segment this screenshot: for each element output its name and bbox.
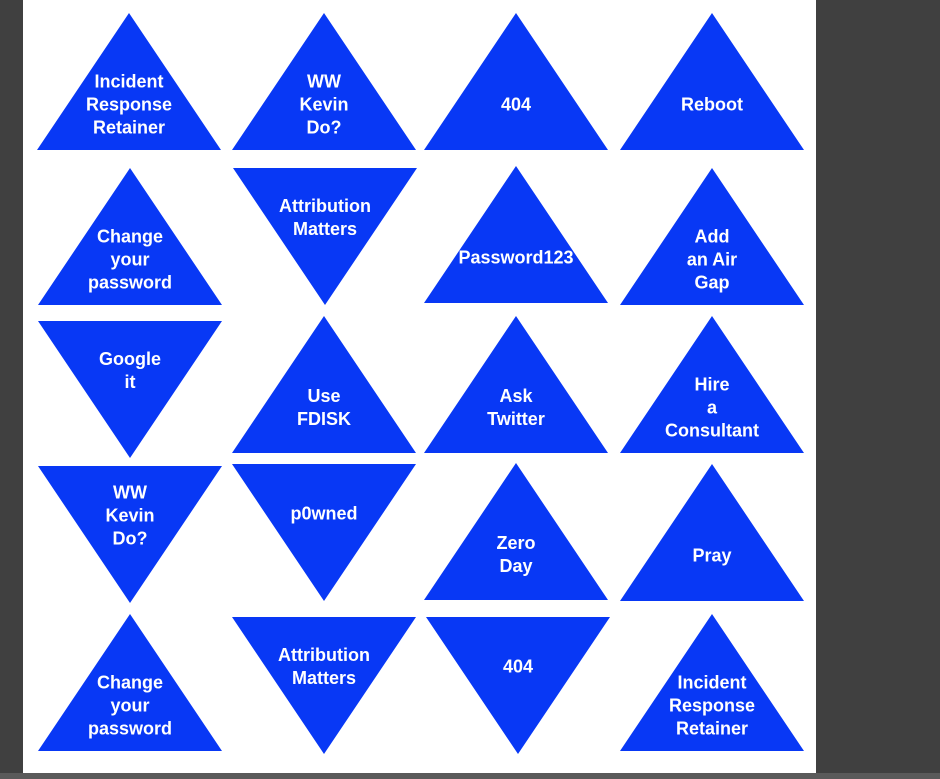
tile-label-line: Matters (292, 668, 356, 688)
triangle-down-shape (233, 168, 417, 305)
tile-label-line: Response (86, 94, 172, 114)
tile-label-line: Zero (496, 533, 535, 553)
triangle-tile: 404 (424, 13, 608, 150)
triangle-tile: Google it (38, 321, 222, 458)
triangle-down-shape (426, 617, 610, 754)
tile-label-line: Day (499, 556, 532, 576)
triangle-up-shape (424, 13, 608, 150)
tile-label-line: Retainer (676, 718, 748, 738)
triangle-down-shape (38, 321, 222, 458)
tile-label-line: 404 (503, 657, 533, 677)
triangle-tile: Change your password (38, 614, 222, 751)
tile-label-line: Incident (677, 672, 746, 692)
tile-label-line: Google (99, 349, 161, 369)
triangle-up-shape (424, 166, 608, 303)
bottom-border (0, 773, 940, 779)
triangle-up-shape (232, 316, 416, 453)
triangle-up-shape (37, 13, 221, 150)
tile-label-line: Gap (694, 272, 729, 292)
tile-label-line: 404 (501, 94, 531, 114)
triangle-down-shape (232, 464, 416, 601)
triangle-tile: Pray (620, 464, 804, 601)
tile-label-line: p0wned (290, 504, 357, 524)
triangle-up-shape (424, 316, 608, 453)
tile-label-line: Password123 (458, 247, 573, 267)
triangle-up-shape (620, 614, 804, 751)
tile-label-line: Do? (307, 117, 342, 137)
tile-label-line: Attribution (279, 196, 371, 216)
triangle-tile: Reboot (620, 13, 804, 150)
tile-label-line: password (88, 272, 172, 292)
tile-label-line: it (125, 372, 136, 392)
tile-label-line: an Air (687, 249, 737, 269)
tile-label-line: Consultant (665, 420, 759, 440)
triangle-up-shape (620, 168, 804, 305)
triangle-up-shape (424, 463, 608, 600)
tile-label-line: Use (307, 386, 340, 406)
triangle-up-shape (38, 168, 222, 305)
tile-label-line: your (110, 249, 149, 269)
tile-label-line: Hire (694, 374, 729, 394)
triangle-up-shape (232, 13, 416, 150)
tile-label-line: Change (97, 226, 163, 246)
tile-label-line: Kevin (299, 94, 348, 114)
triangle-up-shape (620, 316, 804, 453)
tile-label-line: password (88, 718, 172, 738)
tile-label-line: Add (695, 226, 730, 246)
tile-label-line: Do? (113, 529, 148, 549)
tile-label-line: Pray (692, 545, 731, 565)
tile-label-line: Ask (499, 386, 533, 406)
triangle-up-shape (620, 464, 804, 601)
triangle-up-shape (38, 614, 222, 751)
tile-label-line: Twitter (487, 409, 545, 429)
tile-label-line: FDISK (297, 409, 351, 429)
triangle-up-shape (620, 13, 804, 150)
tile-label-line: Attribution (278, 645, 370, 665)
tile-label-line: Response (669, 695, 755, 715)
tile-label-line: Reboot (681, 94, 743, 114)
triangle-tile: Password123 (424, 166, 608, 303)
triangle-tile: 404 (426, 617, 610, 754)
tile-label-line: WW (307, 71, 341, 91)
triangle-down-shape (38, 466, 222, 603)
tile-label-line: a (707, 397, 718, 417)
triangle-tile: p0wned (232, 464, 416, 601)
tile-label-line: Incident (94, 71, 163, 91)
tile-label-line: Kevin (105, 506, 154, 526)
tile-label-line: Change (97, 672, 163, 692)
tile-label-line: WW (113, 483, 147, 503)
tile-label-line: Retainer (93, 117, 165, 137)
triangle-tile: Change your password (38, 168, 222, 305)
tile-label-line: your (110, 695, 149, 715)
triangle-down-shape (232, 617, 416, 754)
tile-label-line: Matters (293, 219, 357, 239)
